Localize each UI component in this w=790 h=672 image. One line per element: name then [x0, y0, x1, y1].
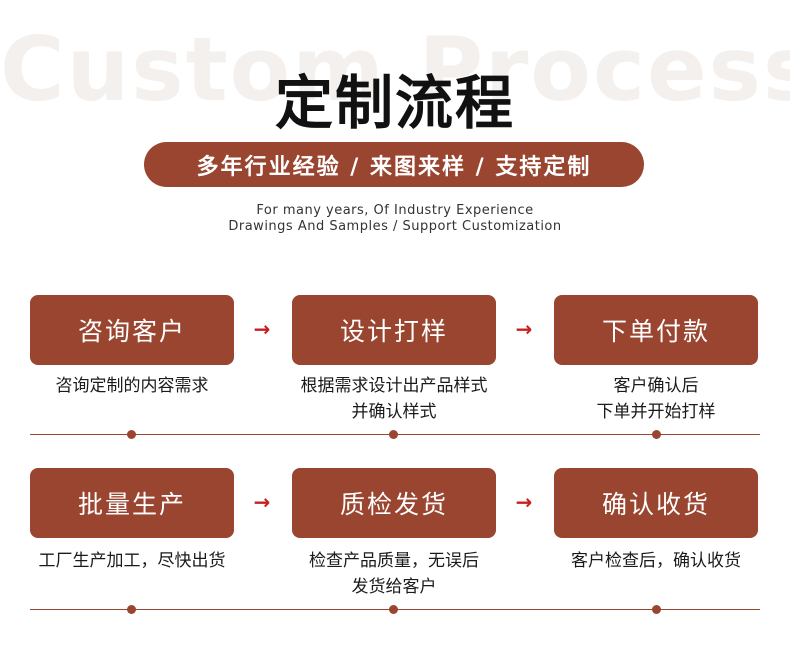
step-consult-box: 咨询客户	[30, 295, 234, 365]
arrow-right-icon: →	[515, 490, 533, 514]
arrow-right-icon: →	[253, 317, 271, 341]
desc-line: 工厂生产加工，尽快出货	[38, 551, 226, 571]
desc-line: 咨询定制的内容需求	[55, 376, 209, 396]
desc-line: 下单并开始打样	[596, 402, 716, 422]
step-inspection-box: 质检发货	[292, 468, 496, 538]
step-order-box: 下单付款	[554, 295, 758, 365]
desc-line: 客户检查后，确认收货	[571, 551, 741, 571]
step-receipt-box: 确认收货	[554, 468, 758, 538]
timeline-dot	[652, 430, 661, 439]
arrow-right-icon: →	[515, 317, 533, 341]
step-inspection-desc: 检查产品质量，无误后 发货给客户	[269, 548, 519, 600]
subtitle-banner: 多年行业经验 / 来图来样 / 支持定制	[144, 142, 644, 187]
timeline-dot	[389, 430, 398, 439]
page-title: 定制流程	[274, 69, 515, 137]
step-design-desc: 根据需求设计出产品样式 并确认样式	[269, 373, 519, 425]
step-production-desc: 工厂生产加工，尽快出货	[7, 548, 257, 574]
timeline-dot	[652, 605, 661, 614]
timeline-dot	[127, 605, 136, 614]
step-order-desc: 客户确认后 下单并开始打样	[531, 373, 781, 425]
english-subtitle-line-2: Drawings And Samples / Support Customiza…	[228, 219, 562, 234]
watermark-text: Custom Process	[0, 18, 790, 121]
desc-line: 检查产品质量，无误后	[309, 551, 479, 571]
step-receipt-desc: 客户检查后，确认收货	[531, 548, 781, 574]
step-design-box: 设计打样	[292, 295, 496, 365]
desc-line: 根据需求设计出产品样式	[300, 376, 488, 396]
desc-line: 发货给客户	[351, 577, 437, 597]
step-production-box: 批量生产	[30, 468, 234, 538]
timeline-dot	[127, 430, 136, 439]
step-consult-desc: 咨询定制的内容需求	[7, 373, 257, 399]
desc-line: 客户确认后	[613, 376, 699, 396]
english-subtitle-line-1: For many years, Of Industry Experience	[256, 203, 534, 218]
timeline-dot	[389, 605, 398, 614]
desc-line: 并确认样式	[351, 402, 437, 422]
arrow-right-icon: →	[253, 490, 271, 514]
